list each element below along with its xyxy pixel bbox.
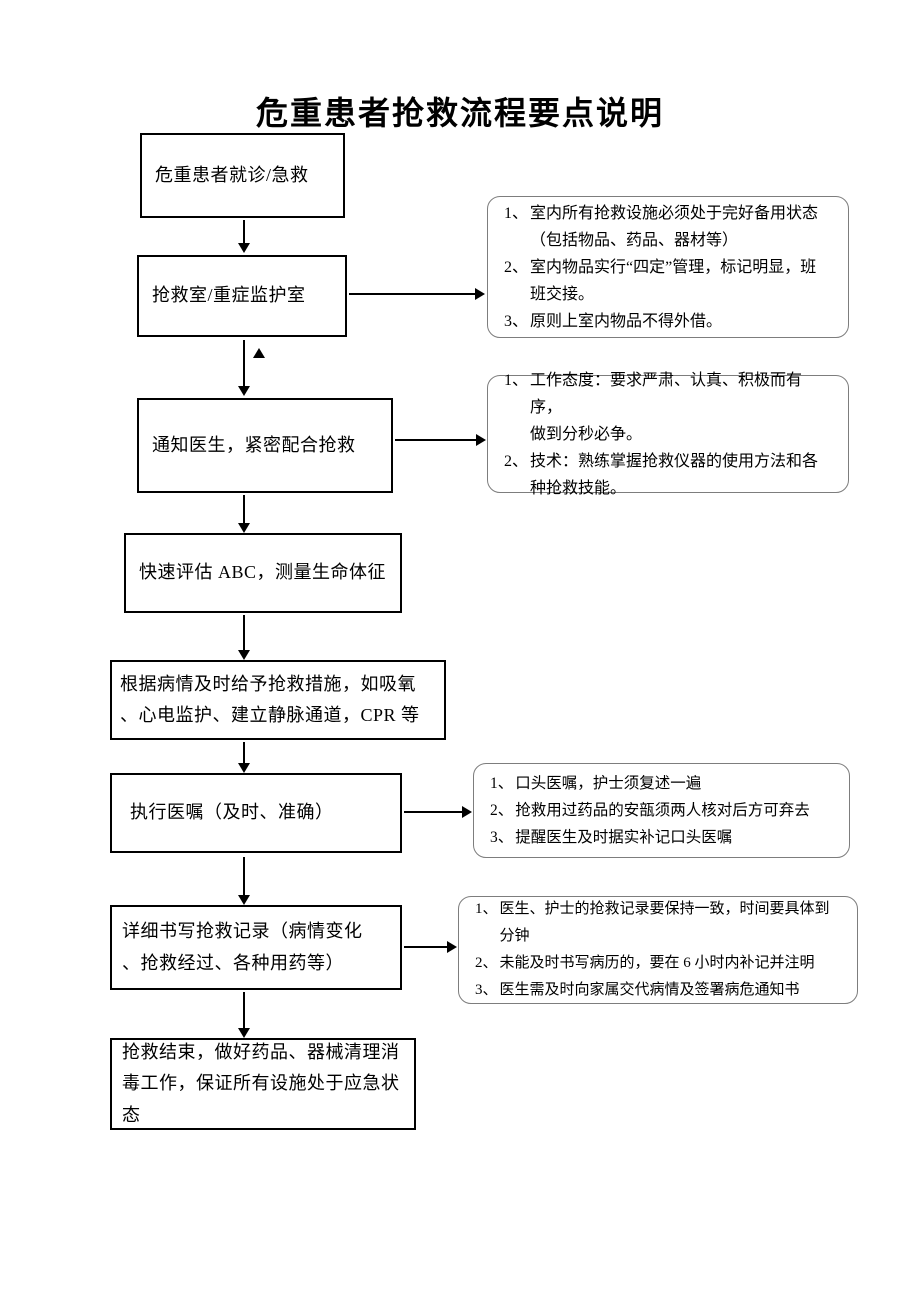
note-rescue-room-rules: 1、 室内所有抢救设施必须处于完好备用状态 （包括物品、药品、器材等） 2、 室…: [487, 196, 849, 338]
flow-node-patient-arrival: 危重患者就诊/急救: [140, 133, 345, 218]
note-item-text: 医生需及时向家属交代病情及签署病危通知书: [499, 982, 800, 998]
flow-arrow-down-icon: [238, 340, 250, 396]
note-item-text: 室内物品实行“四定”管理，标记明显，班 班交接。: [530, 258, 817, 303]
note-item-number: 1、: [475, 901, 498, 917]
flow-node-label: 快速评估 ABC，测量生命体征: [139, 562, 387, 583]
flow-arrow-down-icon: [238, 742, 250, 773]
note-item: 1、 医生、护士的抢救记录要保持一致，时间要具体到分钟: [475, 896, 843, 950]
note-item-number: 3、: [475, 982, 498, 998]
flow-node-rescue-room: 抢救室/重症监护室: [137, 255, 347, 337]
flow-arrow-down-icon: [238, 615, 250, 660]
note-item-number: 1、: [504, 204, 529, 222]
flow-node-assess-abc: 快速评估 ABC，测量生命体征: [124, 533, 402, 613]
flow-node-label: 执行医嘱（及时、准确）: [130, 802, 334, 823]
flow-node-execute-orders: 执行医嘱（及时、准确）: [110, 773, 402, 853]
note-work-attitude: 1、 工作态度：要求严肃、认真、积极而有序， 做到分秒必争。 2、 技术：熟练掌…: [487, 372, 849, 497]
note-item: 3、 原则上室内物品不得外借。: [504, 308, 834, 335]
note-arrow-right-icon: [404, 806, 472, 818]
note-item-number: 3、: [490, 829, 514, 846]
flow-node-label: 危重患者就诊/急救: [155, 164, 309, 185]
flow-arrow-down-icon: [238, 220, 250, 253]
note-item: 2、 技术：熟练掌握抢救仪器的使用方法和各 种抢救技能。: [504, 448, 834, 502]
note-item: 1、 室内所有抢救设施必须处于完好备用状态 （包括物品、药品、器材等）: [504, 200, 834, 254]
note-item-number: 2、: [504, 452, 529, 470]
note-item-text: 提醒医生及时据实补记口头医嘱: [515, 829, 733, 846]
note-item-number: 2、: [504, 258, 529, 276]
note-item-number: 3、: [504, 312, 529, 330]
note-item-number: 1、: [504, 371, 529, 389]
note-item: 2、 未能及时书写病历的，要在 6 小时内补记并注明: [475, 950, 843, 977]
flow-node-write-records: 详细书写抢救记录（病情变化 、抢救经过、各种用药等）: [110, 905, 402, 990]
flow-node-label: 抢救室/重症监护室: [152, 285, 306, 306]
flow-node-label: 根据病情及时给予抢救措施，如吸氧 、心电监护、建立静脉通道，CPR 等: [120, 673, 420, 726]
note-item-text: 口头医嘱，护士须复述一遍: [515, 775, 702, 792]
note-item-text: 工作态度：要求严肃、认真、积极而有序， 做到分秒必争。: [530, 371, 803, 443]
note-item: 1、 工作态度：要求严肃、认真、积极而有序， 做到分秒必争。: [504, 367, 834, 448]
note-item-number: 2、: [475, 955, 498, 971]
note-item: 3、 医生需及时向家属交代病情及签署病危通知书: [475, 977, 843, 1004]
note-item-text: 室内所有抢救设施必须处于完好备用状态 （包括物品、药品、器材等）: [530, 204, 819, 249]
note-item-text: 抢救用过药品的安瓿须两人核对后方可弃去: [515, 802, 810, 819]
flow-node-label: 通知医生，紧密配合抢救: [152, 434, 356, 455]
flow-node-notify-doctor: 通知医生，紧密配合抢救: [137, 398, 393, 493]
note-item-number: 2、: [490, 802, 514, 819]
flow-node-label: 详细书写抢救记录（病情变化 、抢救经过、各种用药等）: [122, 921, 363, 973]
note-arrow-right-icon: [349, 288, 485, 300]
flow-arrow-down-icon: [238, 857, 250, 905]
flow-arrow-down-icon: [238, 495, 250, 533]
note-item: 2、 室内物品实行“四定”管理，标记明显，班 班交接。: [504, 254, 834, 308]
up-triangle-marker-icon: [253, 348, 265, 358]
note-item-text: 技术：熟练掌握抢救仪器的使用方法和各 种抢救技能。: [530, 452, 819, 497]
flow-arrow-down-icon: [238, 992, 250, 1038]
note-item: 3、 提醒医生及时据实补记口头医嘱: [490, 824, 835, 851]
note-record-rules: 1、 医生、护士的抢救记录要保持一致，时间要具体到分钟 2、 未能及时书写病历的…: [458, 896, 858, 1004]
note-item-text: 原则上室内物品不得外借。: [530, 312, 723, 330]
note-verbal-orders: 1、 口头医嘱，护士须复述一遍 2、 抢救用过药品的安瓿须两人核对后方可弃去 3…: [473, 763, 850, 858]
flow-node-label: 抢救结束，做好药品、器械清理消 毒工作，保证所有设施处于应急状 态: [122, 1041, 400, 1125]
note-item: 2、 抢救用过药品的安瓿须两人核对后方可弃去: [490, 797, 835, 824]
note-arrow-right-icon: [395, 434, 486, 446]
note-item-text: 医生、护士的抢救记录要保持一致，时间要具体到分钟: [499, 901, 830, 944]
note-item-number: 1、: [490, 775, 514, 792]
note-arrow-right-icon: [404, 941, 457, 953]
note-item: 1、 口头医嘱，护士须复述一遍: [490, 770, 835, 797]
flow-node-rescue-measures: 根据病情及时给予抢救措施，如吸氧 、心电监护、建立静脉通道，CPR 等: [110, 660, 446, 740]
flow-node-rescue-end: 抢救结束，做好药品、器械清理消 毒工作，保证所有设施处于应急状 态: [110, 1038, 416, 1130]
page-title: 危重患者抢救流程要点说明: [255, 95, 664, 131]
note-item-text: 未能及时书写病历的，要在 6 小时内补记并注明: [499, 955, 815, 971]
